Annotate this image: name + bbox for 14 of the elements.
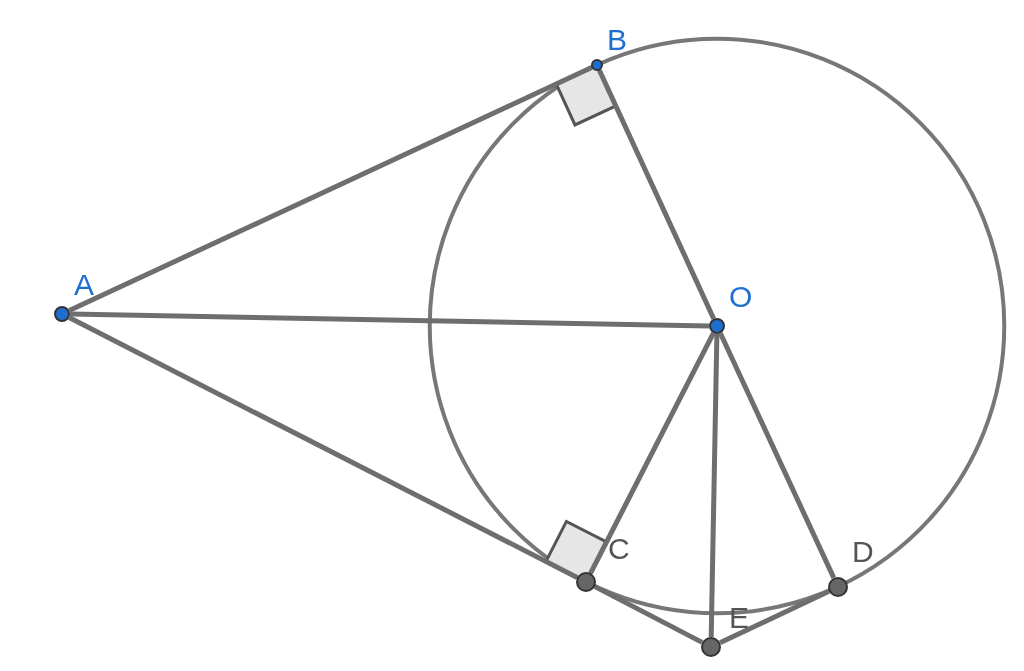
line-segment [68, 65, 593, 313]
line-segment [718, 332, 837, 579]
point-label: C [608, 534, 630, 564]
line-segment [708, 333, 720, 638]
point-label: D [852, 537, 874, 567]
line-segment [593, 584, 704, 645]
point-label: O [729, 282, 753, 312]
line-segment [69, 311, 710, 329]
line-segment [718, 589, 831, 645]
point-label: B [607, 25, 627, 55]
line-segment [588, 331, 716, 575]
line-segment [67, 315, 579, 580]
point-label: A [74, 270, 94, 300]
line-segment [597, 69, 716, 320]
